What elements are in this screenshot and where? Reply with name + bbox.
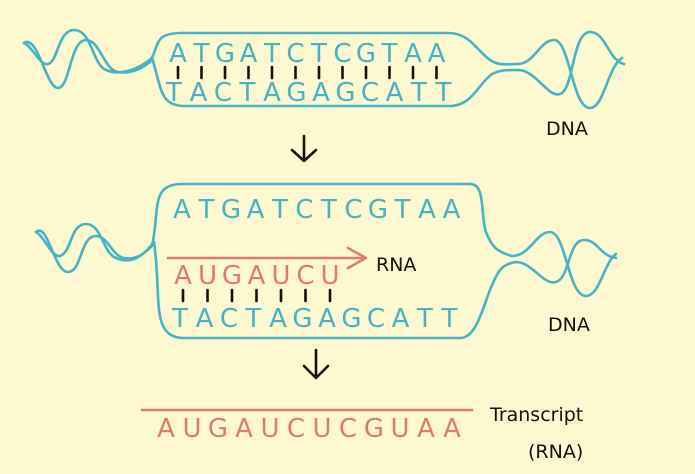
bubble-bottom-edge [150,56,520,108]
dna-base: A [428,39,446,69]
right-helix-strand-a [516,38,624,110]
bubble-2-bottom-edge [152,240,518,340]
dna-base: T [416,304,433,334]
rna-base: U [320,261,339,291]
transcript-base: G [208,414,228,444]
dna-base: A [190,78,208,108]
left-helix-strand-d [34,222,156,262]
right-helix-strand-d [514,238,618,284]
down-arrow-1 [290,134,318,163]
dna-base: C [286,39,304,69]
dna-base: C [295,195,313,225]
dna-base: C [220,304,238,334]
dna-label-1: DNA [546,118,588,140]
dna-base: A [169,39,187,69]
dna-base: C [214,78,232,108]
rna-base: A [174,261,192,291]
rna-base: A [248,261,266,291]
dna-base: T [198,195,215,225]
transcript-base: U [390,414,409,444]
right-helix-strand-b [516,30,626,96]
rna-base: U [198,261,217,291]
dna-base: A [173,195,191,225]
dna-base: C [333,39,351,69]
ticks-1 [176,65,438,80]
dna-base: A [386,78,404,108]
dna-base: T [394,195,411,225]
transcript-base: U [182,414,201,444]
bubble-top-edge [148,31,520,66]
left-helix-strand-b [22,28,154,74]
dna-base: A [392,304,410,334]
dna-base: G [215,39,235,69]
transcript-base: A [417,414,435,444]
rna-base: C [296,261,314,291]
transcript-base: A [235,414,253,444]
transcript-base: U [312,414,331,444]
dna-base: A [263,78,281,108]
dna-base: T [435,78,452,108]
dna-base: T [245,304,262,334]
dna-base: G [368,195,388,225]
transcript-base: A [157,414,175,444]
transcript-base: C [339,414,357,444]
dna-base: A [404,39,422,69]
transcript-base: G [364,414,384,444]
dna-base: T [263,39,280,69]
down-arrow-2 [302,348,330,380]
dna-base: A [269,304,287,334]
dna-base: G [286,78,306,108]
dna-base: T [381,39,398,69]
ticks-2 [181,288,332,303]
dna-base: T [239,78,256,108]
dna-base: A [418,195,436,225]
dna-base: G [221,195,241,225]
rna-base: G [222,261,242,291]
dna-base: G [335,78,355,108]
dna-base: G [341,304,361,334]
dna-base: T [271,195,288,225]
dna-label-2: DNA [548,314,590,336]
dna-base: G [356,39,376,69]
dna-base: T [193,39,210,69]
rna-base: U [271,261,290,291]
dna-base: A [312,78,330,108]
dna-base: G [292,304,312,334]
dna-base: T [310,39,327,69]
dna-base: A [318,304,336,334]
dna-base: T [410,78,427,108]
transcript-base: C [287,414,305,444]
transcript-label-rna: (RNA) [528,441,583,463]
dna-base: C [361,78,379,108]
dna-base: A [247,195,265,225]
rna-label: RNA [376,254,416,276]
dna-base: A [443,195,461,225]
dna-base: T [320,195,337,225]
dna-base: T [441,304,458,334]
dna-base: C [367,304,385,334]
dna-base: A [196,304,214,334]
dna-helix-middle [34,182,618,340]
dna-base: T [165,78,182,108]
transcript-base: U [260,414,279,444]
dna-helix-top [22,28,626,110]
transcript-base: A [443,414,461,444]
right-helix-strand-c [510,230,618,298]
dna-base: T [171,304,188,334]
rna-direction-arrow [166,246,368,270]
dna-base: C [344,195,362,225]
bubble-2-top-edge [150,182,514,258]
dna-base: A [240,39,258,69]
transcript-label: Transcript [489,404,583,426]
